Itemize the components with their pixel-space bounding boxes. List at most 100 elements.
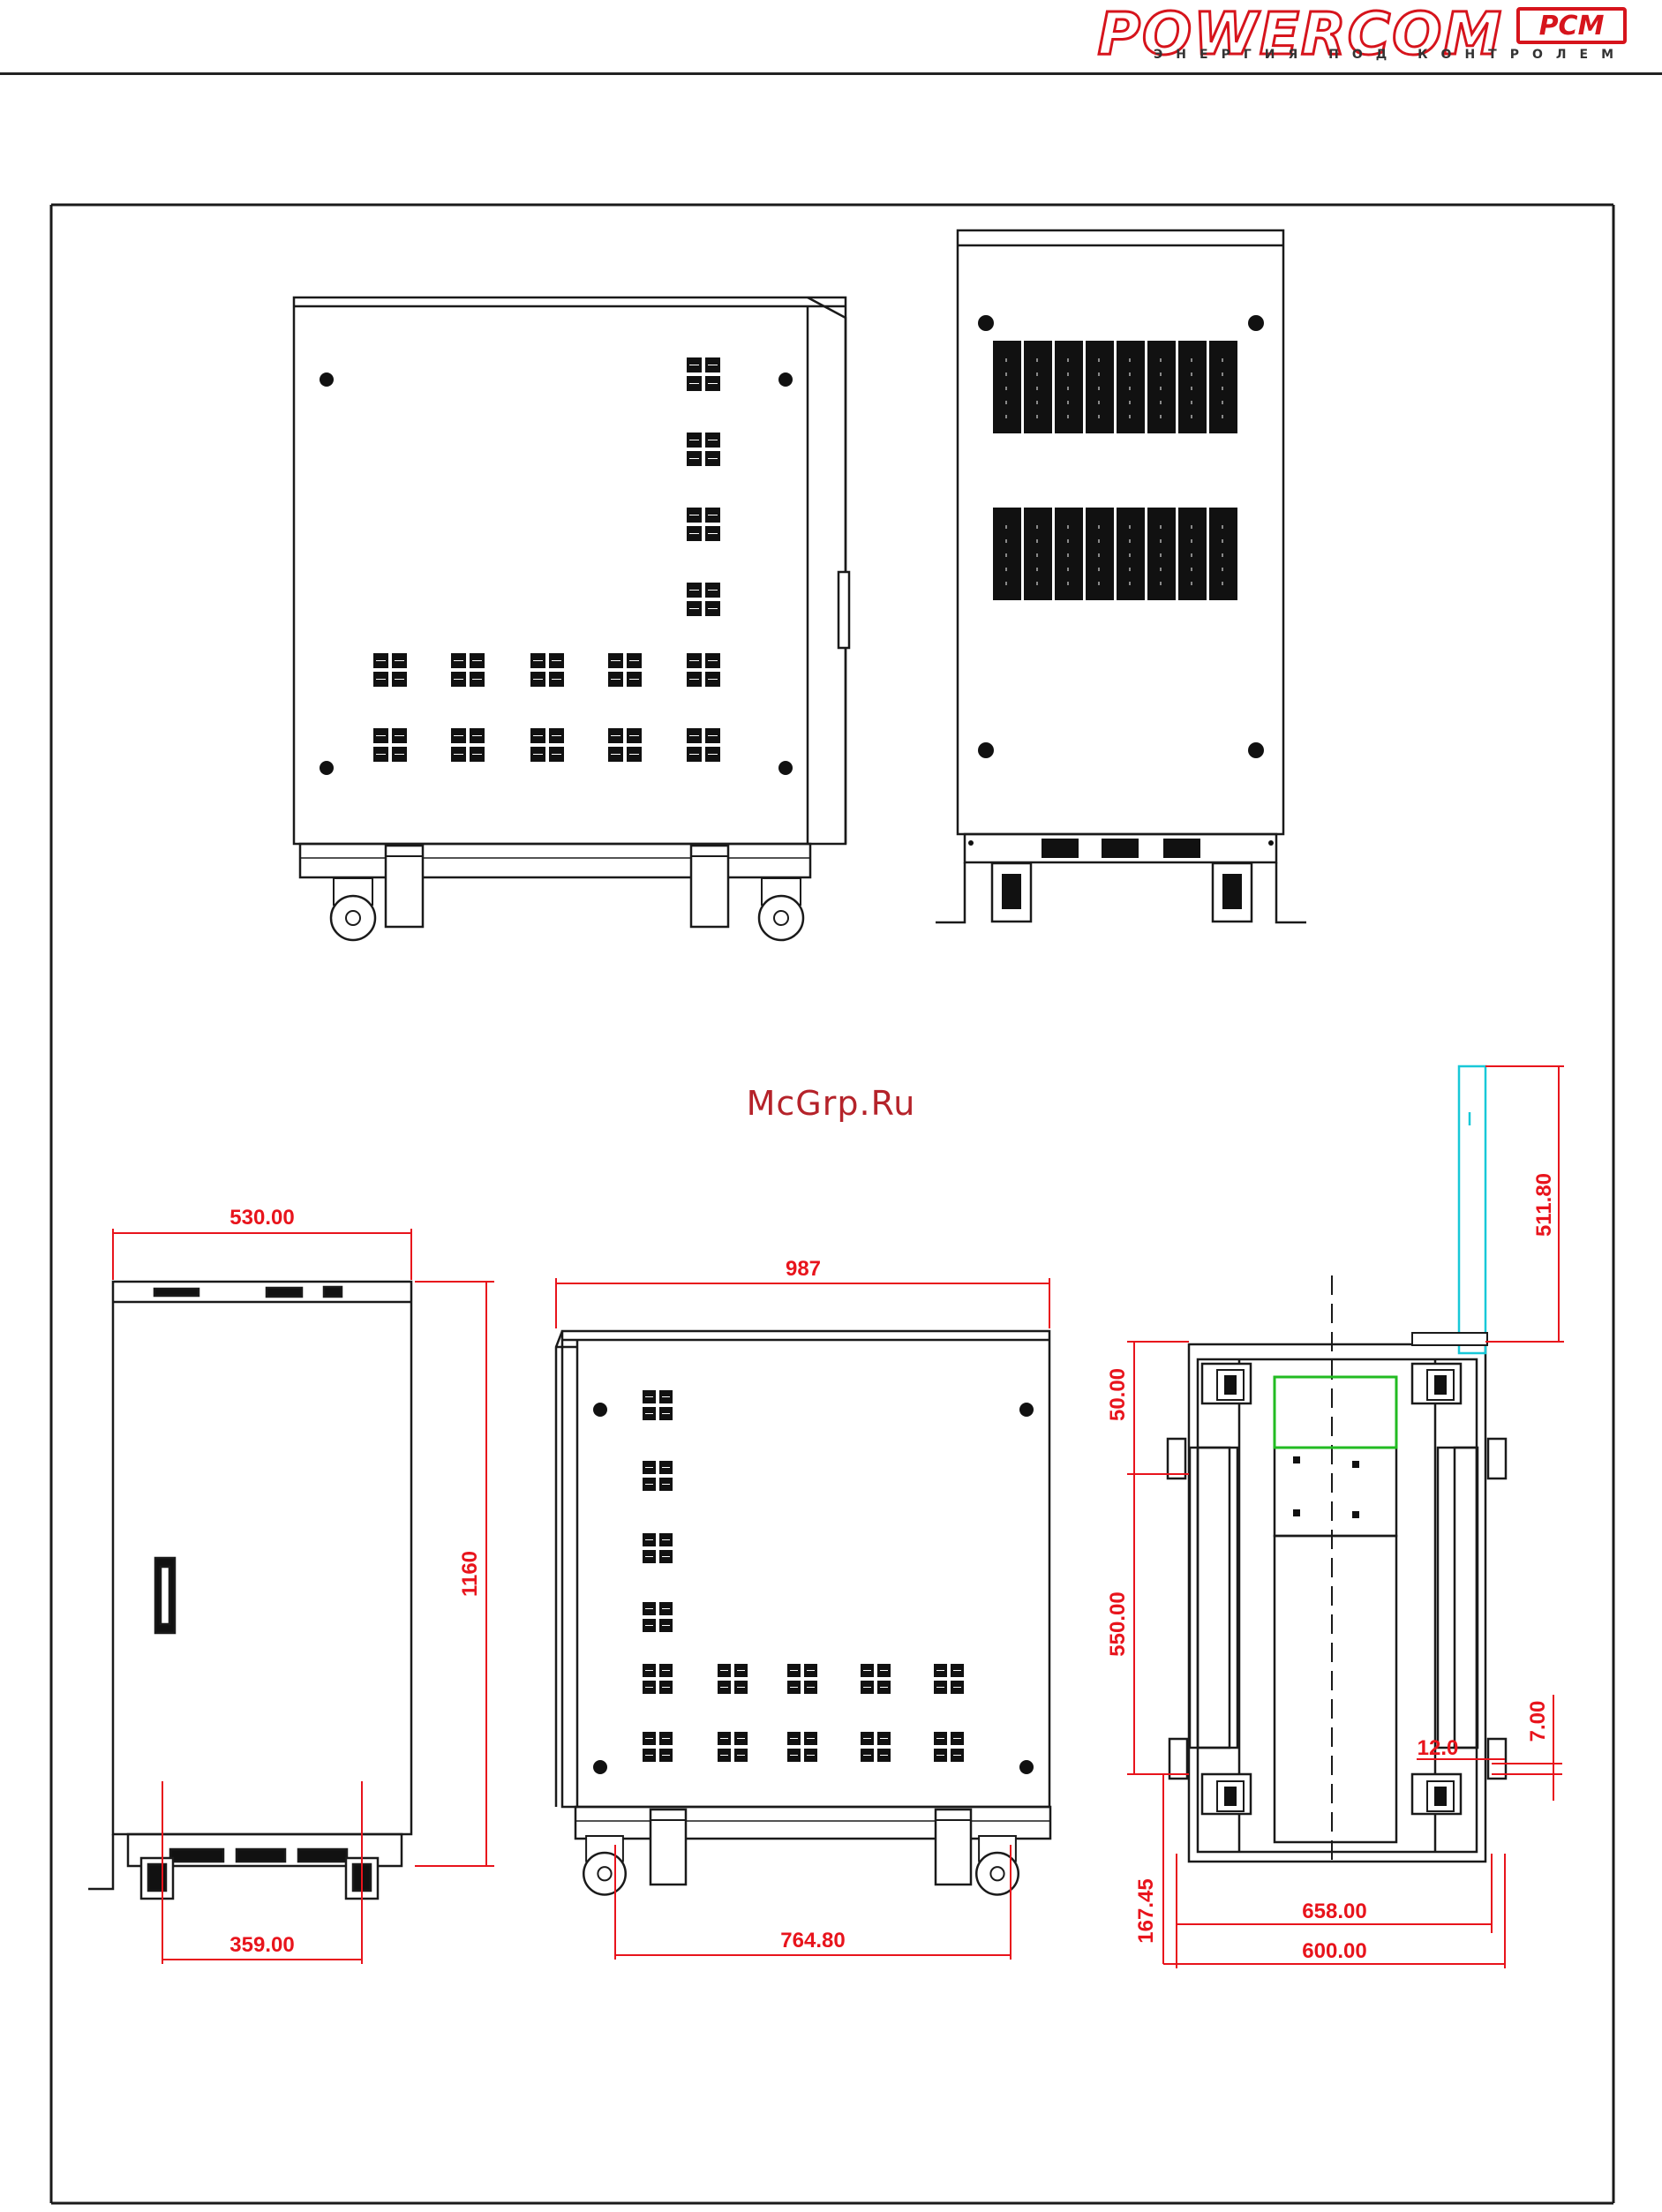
vent-dot: [1129, 387, 1131, 390]
vent-dot: [1036, 582, 1038, 585]
dim-front-width: 530.00: [229, 1206, 294, 1230]
rear-frame-leg: [936, 862, 965, 922]
vent-dot: [1129, 372, 1131, 376]
vent-dot: [1067, 372, 1069, 376]
vent-dot: [1036, 387, 1038, 390]
base-caster-wheel: [1224, 1787, 1237, 1806]
vent-dot: [1005, 358, 1007, 362]
vent-dot: [1222, 582, 1223, 585]
caster-hub: [598, 1867, 611, 1880]
vent-dot: [1129, 525, 1131, 529]
dim-bracket-width: 12.0: [1418, 1736, 1459, 1760]
vent-dot: [1098, 568, 1100, 571]
vent-dot: [1129, 415, 1131, 418]
side-view-bottom-details: [583, 1390, 1034, 1895]
vent-dot: [1191, 539, 1192, 543]
dimension-lines: [113, 1066, 1564, 1968]
dim-bracket-gap: 7.00: [1526, 1701, 1550, 1742]
watermark-text: McGrp.Ru: [0, 1084, 1662, 1123]
vent-dot: [1067, 568, 1069, 571]
leveling-foot: [386, 846, 423, 927]
vent-dot: [1160, 582, 1162, 585]
base-bolt: [1293, 1456, 1300, 1463]
screw-dot: [320, 761, 334, 775]
screw-dot: [968, 840, 974, 846]
side-view-top: [294, 297, 849, 877]
screw-dot: [978, 315, 994, 331]
vent-dot: [1098, 553, 1100, 557]
screw-dot: [1268, 840, 1274, 846]
vent-dot: [1005, 539, 1007, 543]
dim-base-bottom-offset: 167.45: [1134, 1878, 1158, 1943]
rear-port: [1042, 839, 1079, 858]
vent-dot: [1191, 358, 1192, 362]
vent-dot: [1005, 553, 1007, 557]
screw-dot: [1019, 1403, 1034, 1417]
vent-dot: [1160, 358, 1162, 362]
vent-dot: [1067, 387, 1069, 390]
vent-dot: [1129, 539, 1131, 543]
vent-dot: [1160, 539, 1162, 543]
dimension-labels: 530.00 1160 359.00 987 764.80 511.80 50.…: [229, 1173, 1556, 1963]
vent-dot: [1129, 401, 1131, 404]
vent-dot: [1005, 372, 1007, 376]
rear-caster-wheel: [1002, 874, 1021, 909]
base-caster-wheel: [1434, 1375, 1447, 1395]
vent-dot: [1036, 372, 1038, 376]
vent-dot: [1036, 525, 1038, 529]
vent-dot: [1222, 387, 1223, 390]
vent-dot: [1098, 358, 1100, 362]
vent-dot: [1067, 401, 1069, 404]
vent-dot: [1005, 568, 1007, 571]
vent-dot: [1129, 582, 1131, 585]
dim-side-wheel-spacing: 764.80: [780, 1929, 845, 1952]
vent-dot: [1005, 415, 1007, 418]
rear-frame-leg: [1276, 862, 1306, 922]
rear-view-top-details: [936, 315, 1306, 922]
vent-dot: [1222, 358, 1223, 362]
rear-port: [1163, 839, 1200, 858]
vent-dot: [1191, 553, 1192, 557]
base-caster-wheel: [1434, 1787, 1447, 1806]
rear-port: [1102, 839, 1139, 858]
vent-dot: [1098, 401, 1100, 404]
vent-dot: [1160, 387, 1162, 390]
vent-dot: [1160, 568, 1162, 571]
vent-dot: [1191, 415, 1192, 418]
vent-dot: [1098, 387, 1100, 390]
screw-dot: [320, 372, 334, 387]
side-view-top-details: [320, 357, 803, 940]
vent-dot: [1005, 401, 1007, 404]
vent-dot: [1129, 553, 1131, 557]
front-view: [88, 1282, 411, 1899]
drawing-frame: [51, 205, 1613, 2203]
vent-dot: [1036, 568, 1038, 571]
vent-dot: [1098, 525, 1100, 529]
vent-dot: [1067, 415, 1069, 418]
vent-dot: [1191, 372, 1192, 376]
vent-dot: [1222, 539, 1223, 543]
vent-dot: [1098, 372, 1100, 376]
dim-base-inner-width: 658.00: [1302, 1900, 1366, 1923]
base-caster-wheel: [1224, 1375, 1237, 1395]
vent-dot: [1129, 568, 1131, 571]
vent-dot: [1005, 525, 1007, 529]
vent-dot: [1160, 401, 1162, 404]
vent-dot: [1160, 553, 1162, 557]
vent-dot: [1222, 525, 1223, 529]
vent-dot: [1067, 553, 1069, 557]
vent-dot: [1160, 415, 1162, 418]
vent-dot: [1098, 539, 1100, 543]
vent-dot: [1067, 525, 1069, 529]
screw-dot: [1248, 742, 1264, 758]
vent-dot: [1191, 401, 1192, 404]
vent-dot: [1160, 525, 1162, 529]
base-bolt: [1352, 1461, 1359, 1468]
screw-dot: [1248, 315, 1264, 331]
vent-dot: [1191, 568, 1192, 571]
screw-dot: [593, 1403, 607, 1417]
vent-dot: [1005, 387, 1007, 390]
screw-dot: [778, 372, 793, 387]
screw-dot: [1019, 1760, 1034, 1774]
vent-dot: [1036, 415, 1038, 418]
